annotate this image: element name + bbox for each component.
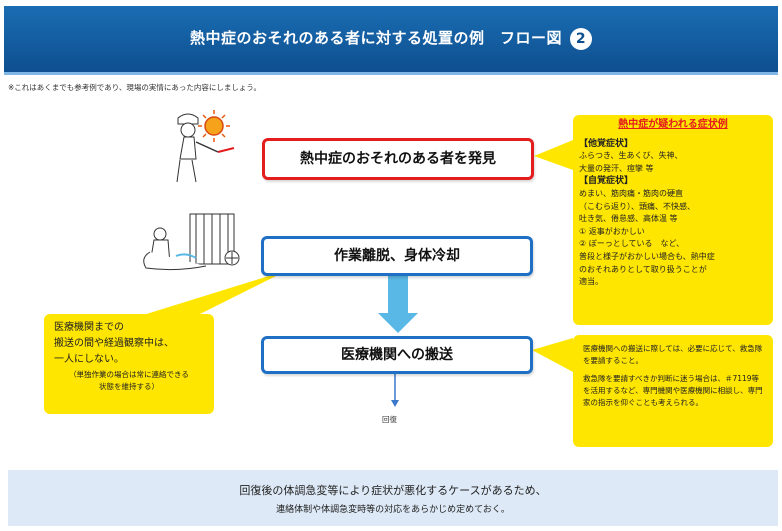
callout-subline: 状態を維持する） [99, 382, 159, 391]
transport-step-box: 医療機関への搬送 [261, 336, 533, 374]
page-title: 熱中症のおそれのある者に対する処置の例 フロー図 2 [4, 27, 778, 50]
monitoring-callout: 医療機関までの 搬送の間や経過観察中は、 一人にしない。 （単独作業の場合は常に… [44, 314, 214, 414]
callout-line: 一人にしない。 [54, 354, 124, 365]
ambulance-paragraph: 医療機関への搬送に際しては、必要に応じて、救急隊を要請すること。 [583, 344, 763, 365]
subjective-line: （こむら返り）、頭痛、不快感、 [579, 201, 695, 211]
ambulance-callout: 医療機関への搬送に際しては、必要に応じて、救急隊を要請すること。 救急隊を要請す… [573, 335, 773, 447]
disclaimer-note: ※これはあくまでも参考例であり、現場の実情にあった内容にしましょう。 [8, 83, 261, 92]
subjective-symptoms-heading: 【自覚症状】 [579, 176, 634, 187]
subjective-line: ② ぼーっとしている など、 [579, 239, 685, 249]
objective-line: 大量の発汗、痙攣 等 [579, 163, 654, 173]
subjective-line: 吐き気、倦怠感、高体温 等 [579, 214, 678, 224]
subjective-line: 普段と様子がおかしい場合も、熱中症 [579, 251, 715, 261]
title-text: 熱中症のおそれのある者に対する処置の例 フロー図 [189, 29, 562, 47]
footer-line-2: 連絡体制や体調急変時等の対応をあらかじめ定めておく。 [276, 505, 510, 515]
callout-line: 搬送の間や経過観察中は、 [54, 338, 174, 349]
objective-line: ふらつき、生あくび、失神、 [579, 151, 683, 161]
recovery-label: 回復 [382, 415, 397, 424]
header-banner: 熱中症のおそれのある者に対する処置の例 フロー図 2 [4, 6, 778, 75]
subjective-line: ① 返事がおかしい [579, 226, 645, 236]
dizzy-worker-icon [176, 113, 235, 183]
symptoms-callout: 熱中症が疑われる症状例 【他覚症状】 ふらつき、生あくび、失神、 大量の発汗、痙… [573, 115, 773, 325]
symptoms-callout-pointer [534, 140, 573, 170]
discover-step-box: 熱中症のおそれのある者を発見 [262, 138, 534, 180]
callout-line: 医療機関までの [54, 322, 124, 333]
footer-line-1: 回復後の体調急変等により症状が悪化するケースがあるため、 [239, 484, 547, 497]
subjective-line: のおそれありとして取り扱うことが [579, 264, 707, 274]
objective-symptoms-heading: 【他覚症状】 [579, 138, 634, 149]
consult-paragraph: 救急隊を要請すべきか判断に迷う場合は、＃7119等を活用するなど、専門機関や医療… [583, 374, 763, 407]
sun-icon [198, 110, 230, 142]
subjective-line: 適当。 [579, 277, 603, 287]
footer-note: 回復後の体調急変等により症状が悪化するケースがあるため、 連絡体制や体調急変時等… [8, 470, 778, 526]
cooling-step-box: 作業離脱、身体冷却 [261, 236, 533, 276]
symptoms-title: 熱中症が疑われる症状例 [618, 119, 728, 130]
flow-down-arrow [378, 273, 418, 333]
callout-subline: （単独作業の場合は常に連絡できる [69, 370, 189, 379]
subjective-line: めまい、筋肉痛・筋肉の硬直 [579, 188, 683, 198]
right-callout-pointer [532, 338, 573, 372]
step-number-badge: 2 [570, 27, 592, 50]
left-callout-pointer [140, 270, 288, 316]
recovery-arrow [391, 371, 399, 407]
cooling-scene-icon [143, 213, 240, 271]
